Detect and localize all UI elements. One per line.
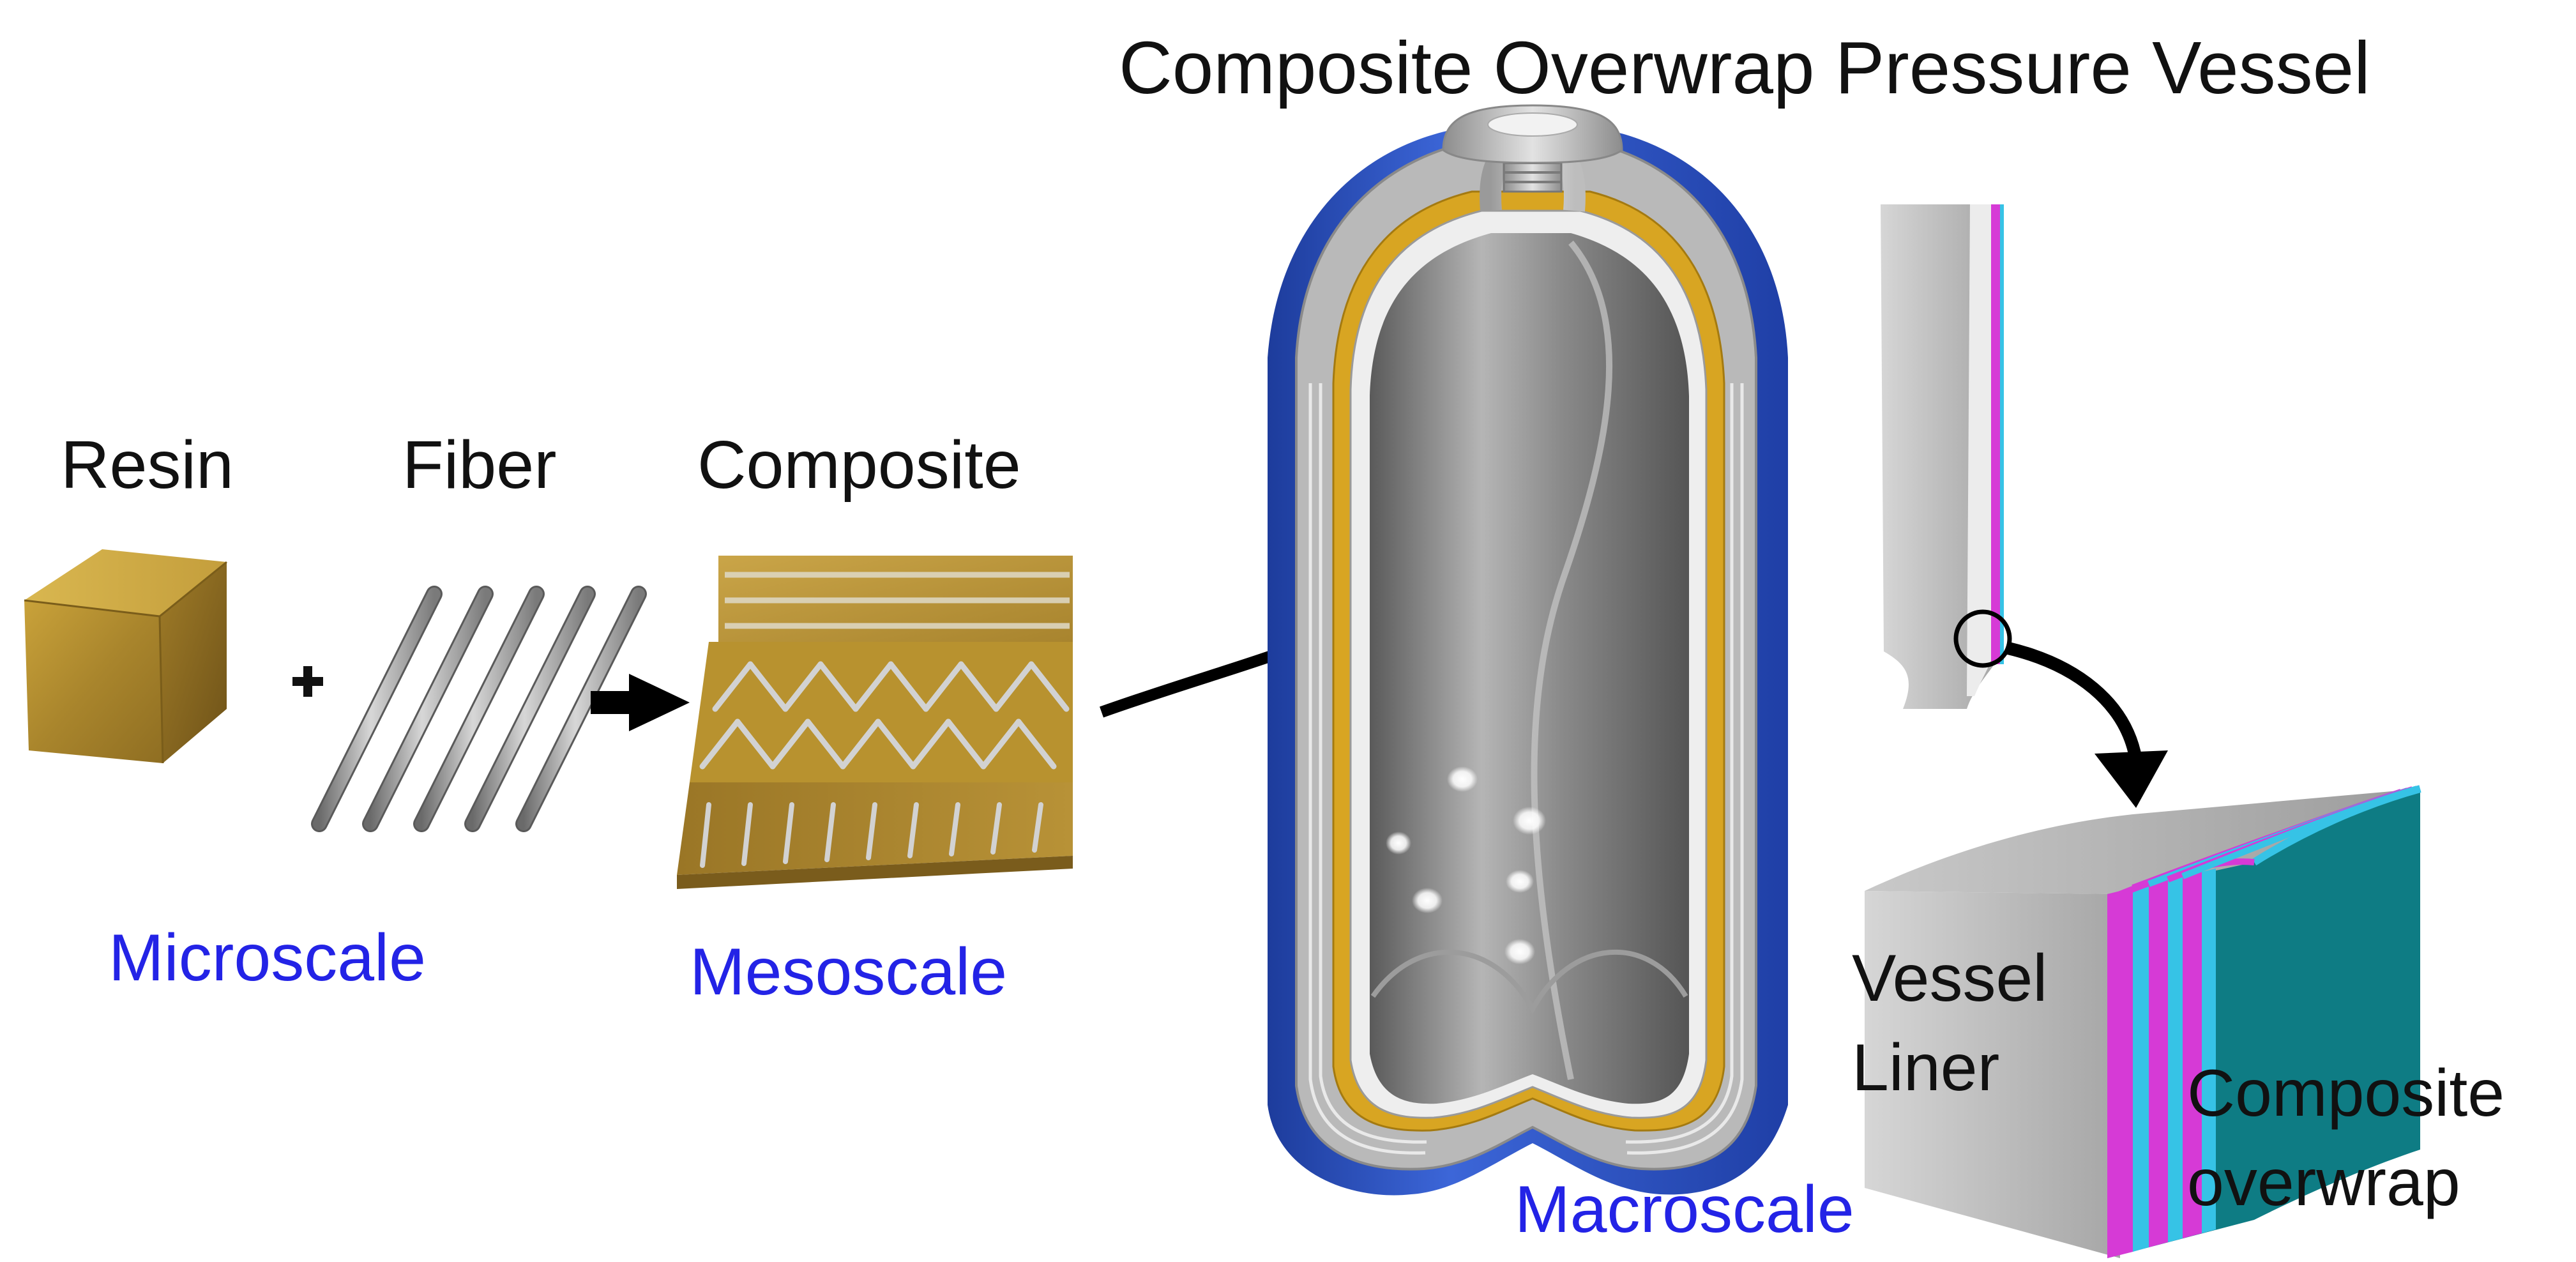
microscale-label: Microscale bbox=[109, 921, 426, 995]
composite-label: Composite bbox=[697, 427, 1021, 503]
vessel-wall-section bbox=[1881, 204, 2012, 709]
pressure-vessel bbox=[1268, 104, 1788, 1196]
arrow-to-zoom-detail bbox=[2006, 642, 2168, 808]
resin-label: Resin bbox=[61, 427, 234, 503]
title-label: Composite Overwrap Pressure Vessel bbox=[1119, 26, 2370, 109]
zoomed-composite-block bbox=[1865, 785, 2421, 1258]
fiber-label: Fiber bbox=[402, 427, 557, 503]
plus-sign bbox=[292, 666, 323, 697]
overwrap-label-line1: Composite bbox=[2187, 1056, 2505, 1130]
resin-cube bbox=[24, 549, 227, 764]
macroscale-label: Macroscale bbox=[1515, 1173, 1854, 1247]
fiber-rods bbox=[311, 586, 647, 832]
mesoscale-label: Mesoscale bbox=[690, 935, 1008, 1009]
arrow-fiber-to-composite bbox=[591, 674, 690, 731]
composite-laminate bbox=[677, 556, 1073, 889]
overwrap-label-line2: overwrap bbox=[2187, 1146, 2460, 1220]
vessel-liner-label-line2: Liner bbox=[1852, 1031, 2000, 1105]
vessel-liner-label-line1: Vessel bbox=[1852, 941, 2048, 1015]
